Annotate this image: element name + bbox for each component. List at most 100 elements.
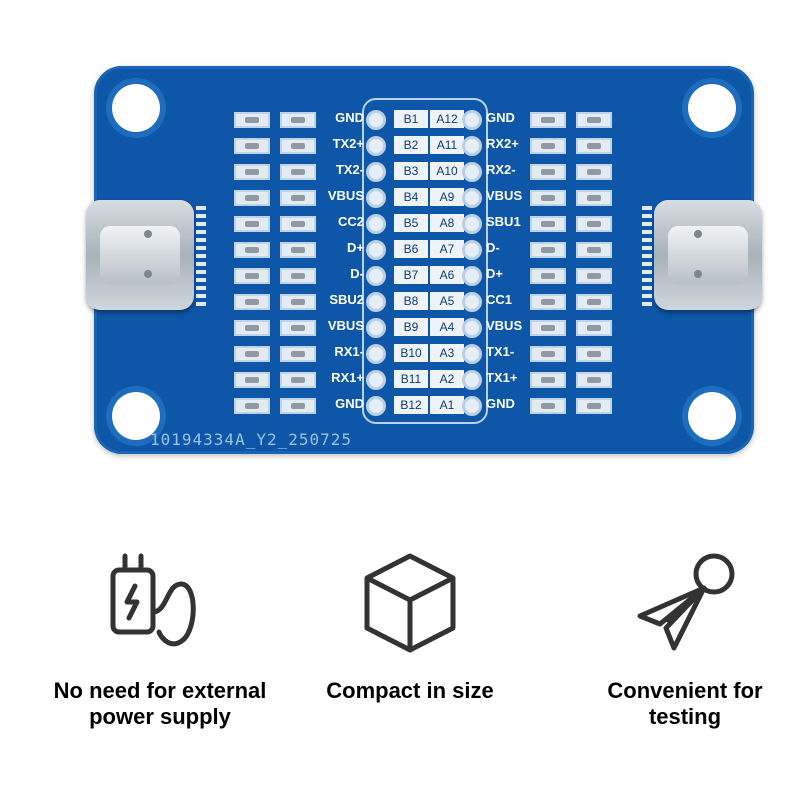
led-indicator [280, 346, 316, 362]
test-point [462, 214, 482, 234]
signal-label-right: VBUS [486, 318, 523, 333]
connector-pins [642, 206, 652, 306]
test-point [462, 240, 482, 260]
led-indicator [280, 112, 316, 128]
probe-tester-icon [637, 553, 735, 651]
led-indicator [576, 398, 612, 414]
signal-label-left: TX2+ [332, 136, 364, 151]
test-point [462, 292, 482, 312]
led-indicator [576, 294, 612, 310]
board-serial: 10194334A_Y2_250725 [150, 430, 353, 449]
led-indicator [234, 320, 270, 336]
led-indicator [234, 346, 270, 362]
test-point [462, 370, 482, 390]
pin-label-a: A10 [430, 162, 464, 180]
led-indicator [234, 190, 270, 206]
led-indicator [530, 190, 566, 206]
led-indicator [280, 294, 316, 310]
pin-label-a: A12 [430, 110, 464, 128]
test-point [462, 344, 482, 364]
test-point [462, 188, 482, 208]
led-indicator [530, 320, 566, 336]
test-point [366, 214, 386, 234]
led-indicator [234, 294, 270, 310]
test-point [462, 396, 482, 416]
pin-label-a: A4 [430, 318, 464, 336]
signal-label-left: SBU2 [329, 292, 364, 307]
mounting-hole [688, 392, 736, 440]
pin-label-b: B12 [394, 396, 428, 414]
led-indicator [234, 398, 270, 414]
led-indicator [280, 372, 316, 388]
pin-label-b: B10 [394, 344, 428, 362]
test-point [366, 188, 386, 208]
test-point [366, 396, 386, 416]
led-indicator [280, 216, 316, 232]
usb-c-connector-right [654, 200, 762, 310]
signal-label-right: TX1- [486, 344, 515, 359]
led-indicator [280, 242, 316, 258]
test-point [366, 344, 386, 364]
signal-label-left: VBUS [327, 318, 364, 333]
led-indicator [530, 398, 566, 414]
feature-size: Compact in size [300, 548, 520, 704]
pin-label-b: B2 [394, 136, 428, 154]
test-point [462, 162, 482, 182]
pin-label-a: A5 [430, 292, 464, 310]
signal-label-right: D- [486, 240, 500, 255]
led-indicator [576, 320, 612, 336]
pin-label-b: B5 [394, 214, 428, 232]
signal-label-left: GND [335, 396, 364, 411]
test-point [462, 110, 482, 130]
usb-c-connector-left [86, 200, 194, 310]
feature-power: No need for external power supply [30, 548, 290, 730]
led-indicator [530, 372, 566, 388]
pin-label-b: B7 [394, 266, 428, 284]
feature-testing: Convenient for testing [580, 548, 790, 730]
signal-label-left: RX1- [334, 344, 364, 359]
led-indicator [576, 216, 612, 232]
signal-label-left: D- [350, 266, 364, 281]
pin-label-a: A1 [430, 396, 464, 414]
test-point [366, 240, 386, 260]
usb-c-port [100, 226, 180, 284]
pin-label-b: B4 [394, 188, 428, 206]
led-indicator [530, 294, 566, 310]
pin-label-a: A9 [430, 188, 464, 206]
signal-label-right: SBU1 [486, 214, 521, 229]
pin-label-b: B6 [394, 240, 428, 258]
signal-label-left: CC2 [337, 214, 364, 229]
test-point [366, 318, 386, 338]
led-indicator [576, 190, 612, 206]
led-indicator [234, 242, 270, 258]
test-point [462, 136, 482, 156]
pin-label-b: B11 [394, 370, 428, 388]
led-indicator [576, 268, 612, 284]
feature-label: Convenient for testing [607, 678, 763, 729]
pin-label-a: A2 [430, 370, 464, 388]
led-indicator [576, 346, 612, 362]
led-indicator [576, 112, 612, 128]
mounting-hole [112, 392, 160, 440]
signal-label-right: VBUS [486, 188, 523, 203]
connector-pins [196, 206, 206, 306]
feature-label: Compact in size [326, 678, 494, 703]
led-indicator [280, 320, 316, 336]
led-indicator [576, 242, 612, 258]
test-point [366, 370, 386, 390]
led-indicator [576, 164, 612, 180]
signal-label-left: TX2- [335, 162, 364, 177]
led-indicator [234, 138, 270, 154]
feature-label: No need for external power supply [53, 678, 267, 729]
led-indicator [234, 372, 270, 388]
pin-label-a: A6 [430, 266, 464, 284]
mounting-hole [688, 84, 736, 132]
signal-label-right: RX2- [486, 162, 516, 177]
signal-label-left: D+ [347, 240, 364, 255]
led-indicator [234, 112, 270, 128]
led-indicator [280, 138, 316, 154]
signal-label-right: RX2+ [486, 136, 519, 151]
led-indicator [530, 216, 566, 232]
pin-label-b: B8 [394, 292, 428, 310]
led-indicator [280, 190, 316, 206]
